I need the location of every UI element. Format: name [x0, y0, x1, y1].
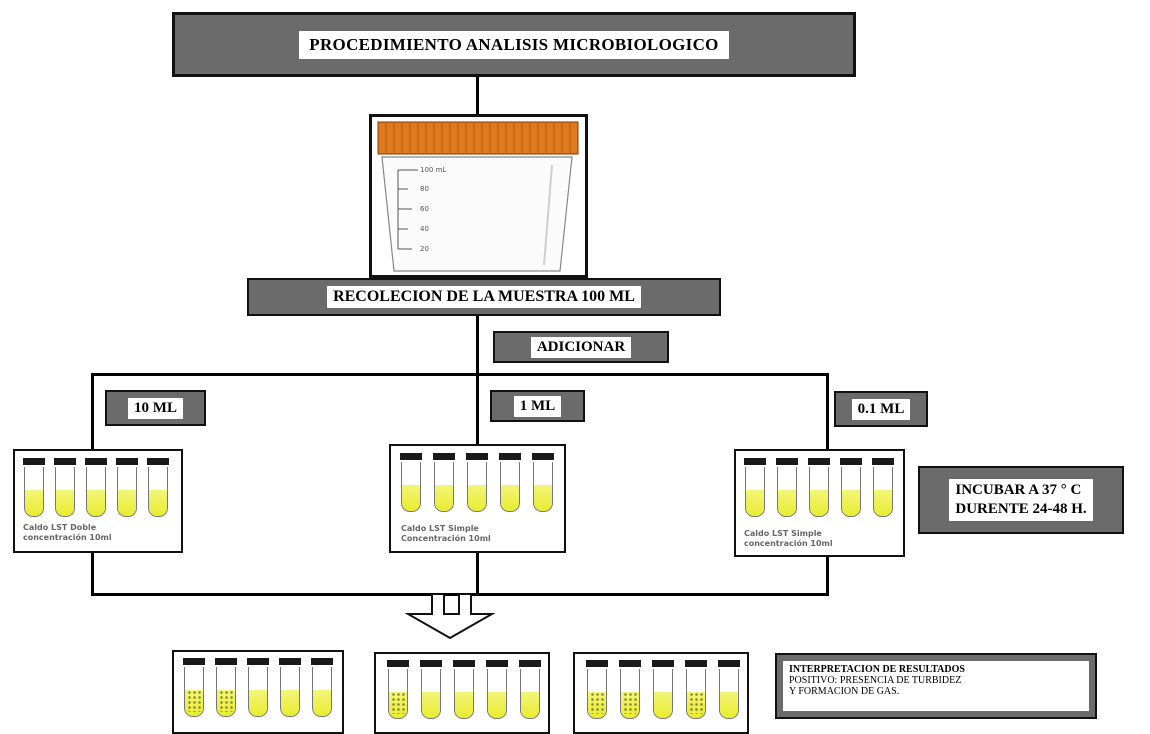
- collection-box: RECOLECION DE LA MUESTRA 100 ML: [247, 278, 721, 316]
- connector-center-up: [476, 553, 479, 595]
- connector-horizontal-top: [91, 373, 829, 376]
- diagram-title: PROCEDIMIENTO ANALISIS MICROBIOLOGICO: [299, 30, 729, 59]
- incubation-line1: INCUBAR A 37 ° C: [955, 482, 1082, 498]
- cup-mark-80: 80: [420, 185, 429, 193]
- connector-center-down: [476, 373, 479, 444]
- add-box: ADICIONAR: [493, 331, 669, 363]
- connector-title-cup: [476, 77, 479, 114]
- volume-box-1ml: 1 ML: [490, 390, 585, 422]
- connector-right-up: [826, 557, 829, 595]
- interpretation-line1: POSITIVO: PRESENCIA DE TURBIDEZ: [789, 675, 962, 686]
- tube-caption-line1: Caldo LST Doble: [23, 523, 97, 532]
- tube-group-simple-01ml: Caldo LST Simple concentración 10ml: [734, 449, 905, 557]
- tube-caption-line1: Caldo LST Simple: [401, 524, 479, 533]
- result-tube-group-3: [573, 652, 749, 734]
- cup-mark-60: 60: [420, 205, 429, 213]
- result-tube-group-1: [172, 650, 344, 734]
- tube-caption: Caldo LST Doble concentración 10ml: [23, 523, 112, 543]
- connector-left-down: [91, 373, 94, 449]
- connector-collection-split: [476, 316, 479, 374]
- tube-group-simple-1ml: Caldo LST Simple Concentración 10ml: [389, 444, 566, 553]
- volume-label-01ml: 0.1 ML: [851, 398, 911, 420]
- volume-label-1ml: 1 ML: [513, 395, 562, 417]
- connector-left-up: [91, 552, 94, 595]
- interpretation-text: INTERPRETACION DE RESULTADOS POSITIVO: P…: [783, 661, 1089, 711]
- result-tube-group-2: [374, 652, 550, 734]
- tube-caption-line2: Concentración 10ml: [401, 534, 491, 543]
- title-box: PROCEDIMIENTO ANALISIS MICROBIOLOGICO: [172, 12, 856, 77]
- down-arrow-icon: [405, 594, 495, 640]
- incubation-text: INCUBAR A 37 ° C DURENTE 24-48 H.: [949, 479, 1093, 521]
- volume-box-01ml: 0.1 ML: [834, 391, 928, 427]
- add-label: ADICIONAR: [530, 336, 632, 358]
- tube-caption-line2: concentración 10ml: [744, 539, 833, 548]
- incubation-line2: DURENTE 24-48 H.: [955, 501, 1087, 517]
- interpretation-box: INTERPRETACION DE RESULTADOS POSITIVO: P…: [775, 653, 1097, 719]
- tube-caption: Caldo LST Simple Concentración 10ml: [401, 524, 491, 544]
- interpretation-heading: INTERPRETACION DE RESULTADOS: [789, 664, 965, 675]
- cup-mark-100: 100 mL: [420, 166, 446, 174]
- cup-mark-40: 40: [420, 225, 429, 233]
- incubation-box: INCUBAR A 37 ° C DURENTE 24-48 H.: [918, 466, 1124, 534]
- tube-caption-line2: concentración 10ml: [23, 533, 112, 542]
- tube-caption: Caldo LST Simple concentración 10ml: [744, 529, 833, 549]
- connector-right-down: [826, 373, 829, 449]
- cup-mark-20: 20: [420, 245, 429, 253]
- tube-group-double: Caldo LST Doble concentración 10ml: [13, 449, 183, 553]
- volume-box-10ml: 10 ML: [105, 390, 206, 426]
- sample-cup-frame: 100 mL 80 60 40 20: [369, 114, 588, 278]
- collection-label: RECOLECION DE LA MUESTRA 100 ML: [327, 286, 641, 308]
- sample-cup-icon: 100 mL 80 60 40 20: [377, 121, 579, 272]
- interpretation-line2: Y FORMACION DE GAS.: [789, 686, 900, 697]
- volume-label-10ml: 10 ML: [128, 397, 183, 419]
- tube-caption-line1: Caldo LST Simple: [744, 529, 822, 538]
